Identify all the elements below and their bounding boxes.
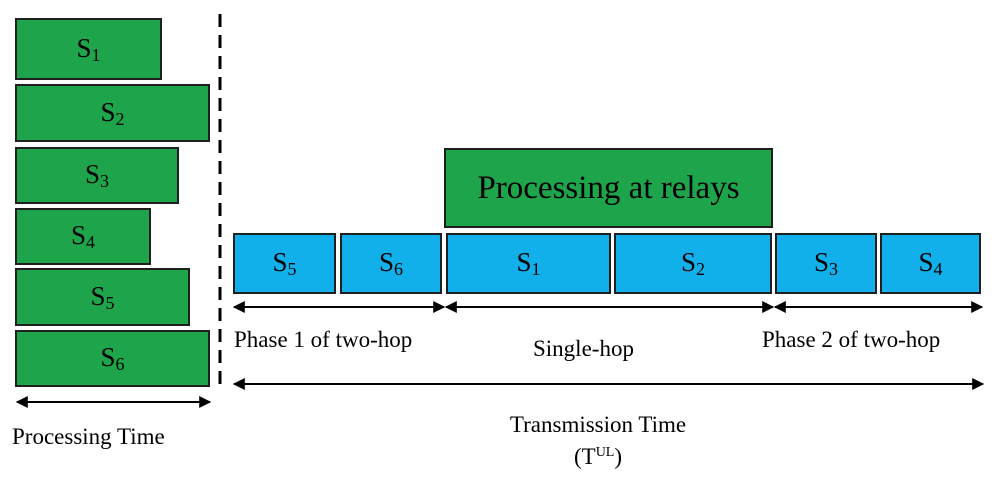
processing-bar-s5: S5 xyxy=(15,268,190,326)
processing-bar-label: S3 xyxy=(84,159,110,191)
transmission-slot-label: S5 xyxy=(272,247,297,279)
processing-bar-label: S4 xyxy=(70,220,96,252)
transmission-slot-label: S2 xyxy=(680,247,706,279)
phase1-label: Phase 1 of two-hop xyxy=(234,327,413,352)
relay-processing-box: Processing at relays xyxy=(444,148,773,228)
phase2-label: Phase 2 of two-hop xyxy=(762,327,941,352)
processing-bar-s1: S1 xyxy=(15,18,162,80)
transmission-slot-label: S3 xyxy=(813,247,839,279)
single-hop-label: Single-hop xyxy=(533,336,634,361)
processing-time-label: Processing Time xyxy=(12,424,165,449)
processing-bar-label: S2 xyxy=(100,96,125,129)
transmission-slot-label: S6 xyxy=(378,247,404,279)
transmission-time-symbol: (TUL) xyxy=(573,444,623,469)
transmission-slot-s6: S6 xyxy=(340,233,442,294)
processing-bar-s4: S4 xyxy=(15,208,151,265)
transmission-slot-label: S4 xyxy=(918,247,943,279)
transmission-slot-s4: S4 xyxy=(880,233,981,294)
transmission-slot-s1: S1 xyxy=(446,233,611,294)
transmission-time-label: Transmission Time xyxy=(509,412,687,437)
transmission-slot-s5: S5 xyxy=(233,233,336,294)
transmission-slot-label: S1 xyxy=(516,247,541,279)
processing-bar-label: S6 xyxy=(100,342,125,374)
transmission-slot-s3: S3 xyxy=(775,233,877,294)
processing-bar-s3: S3 xyxy=(15,147,179,204)
processing-bar-label: S1 xyxy=(76,32,101,65)
relay-processing-label: Processing at relays xyxy=(477,169,740,206)
processing-bar-s2: S2 xyxy=(15,84,210,142)
transmission-slot-s2: S2 xyxy=(614,233,772,294)
processing-bar-label: S5 xyxy=(90,280,115,313)
processing-bar-s6: S6 xyxy=(15,330,210,387)
